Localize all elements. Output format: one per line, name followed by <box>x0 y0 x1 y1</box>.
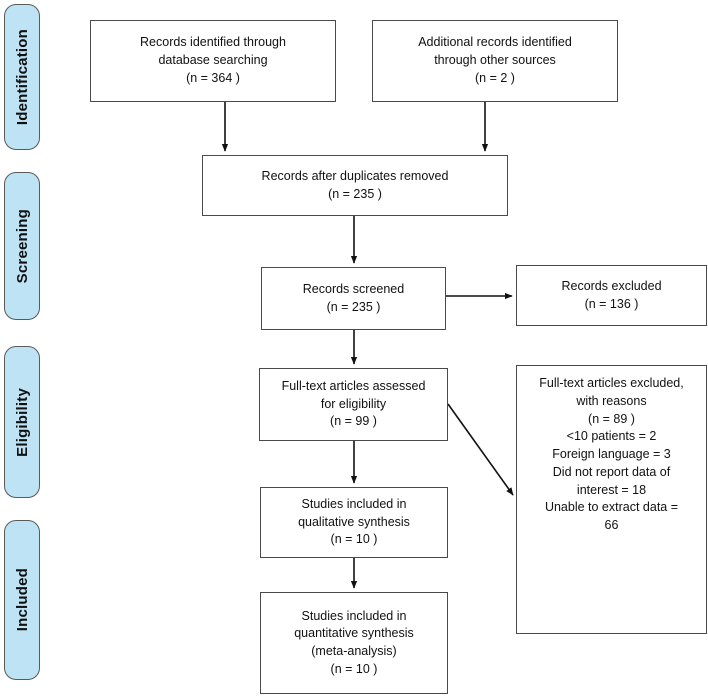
stage-label-identification: Identification <box>13 28 31 126</box>
stage-pill-identification: Identification <box>4 4 40 150</box>
box-records-screened: Records screened (n = 235 ) <box>261 267 446 330</box>
arrow-fulltext-to-excluded-reasons <box>447 403 514 496</box>
box-additional-records-text: Additional records identified through ot… <box>418 35 572 85</box>
box-records-excluded-text: Records excluded (n = 136 ) <box>561 278 662 311</box>
stage-pill-included: Included <box>4 520 40 680</box>
box-fulltext-excluded-reasons-text: Full-text articles excluded, with reason… <box>539 376 684 532</box>
box-quantitative-synthesis: Studies included in quantitative synthes… <box>260 592 448 694</box>
box-duplicates-removed-text: Records after duplicates removed (n = 23… <box>261 168 449 201</box>
stage-pill-screening: Screening <box>4 172 40 320</box>
box-fulltext-assessed: Full-text articles assessed for eligibil… <box>259 368 448 441</box>
box-duplicates-removed: Records after duplicates removed (n = 23… <box>202 155 508 216</box>
stage-label-eligibility: Eligibility <box>13 387 31 457</box>
box-qualitative-synthesis: Studies included in qualitative synthesi… <box>260 487 448 558</box>
box-records-excluded: Records excluded (n = 136 ) <box>516 265 707 326</box>
box-quantitative-synthesis-text: Studies included in quantitative synthes… <box>294 608 414 676</box>
box-records-identified: Records identified through database sear… <box>90 20 336 102</box>
box-records-identified-text: Records identified through database sear… <box>140 35 286 85</box>
stage-label-screening: Screening <box>13 208 31 284</box>
box-fulltext-excluded-reasons: Full-text articles excluded, with reason… <box>516 365 707 634</box>
stage-pill-eligibility: Eligibility <box>4 346 40 498</box>
box-additional-records: Additional records identified through ot… <box>372 20 618 102</box>
box-fulltext-assessed-text: Full-text articles assessed for eligibil… <box>281 378 426 429</box>
stage-label-included: Included <box>13 568 31 632</box>
box-records-screened-text: Records screened (n = 235 ) <box>302 281 405 314</box>
box-qualitative-synthesis-text: Studies included in qualitative synthesi… <box>298 496 410 547</box>
